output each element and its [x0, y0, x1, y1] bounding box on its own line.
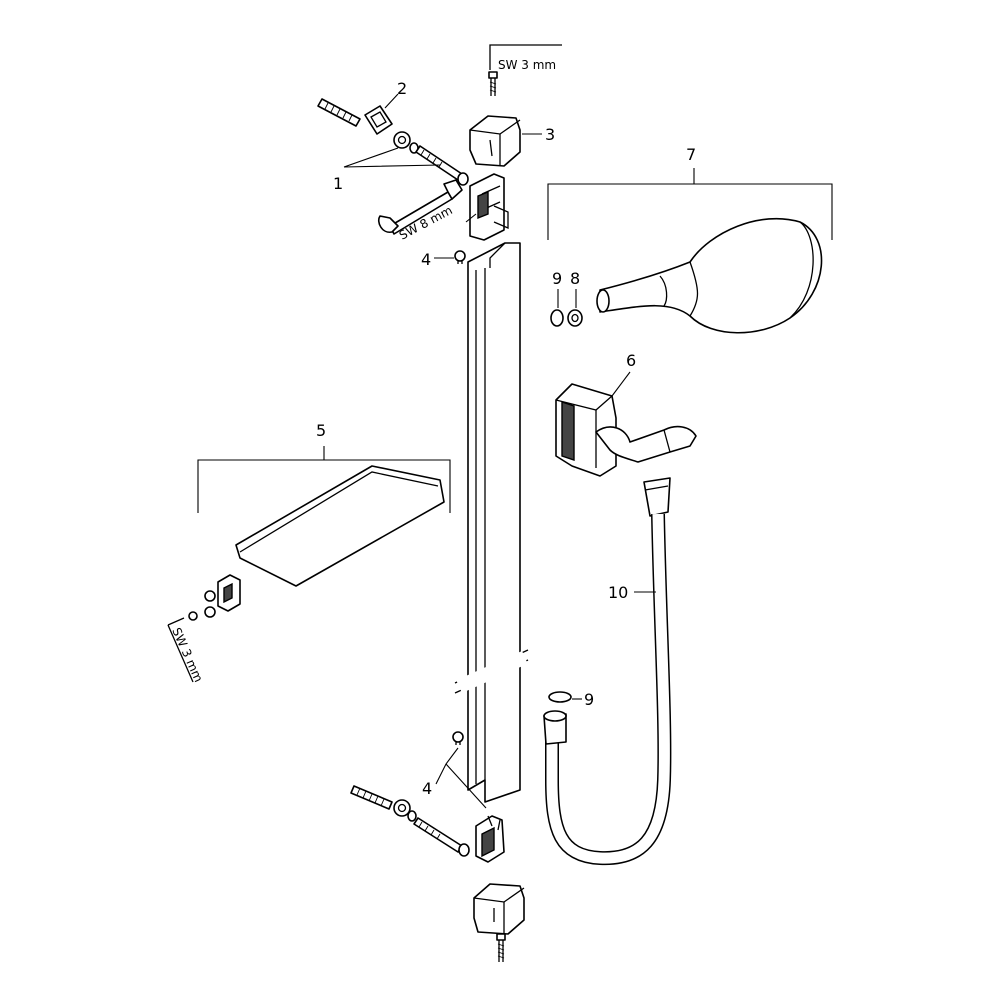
callout-6-leader [611, 371, 631, 397]
filter-washer [567, 309, 583, 327]
callout-8: 8 [570, 269, 580, 288]
callout-4-top: 4 [421, 250, 431, 269]
washer-top [393, 131, 419, 154]
callout-2: 2 [397, 79, 407, 98]
top-wall-bracket [469, 173, 509, 241]
shower-hose [543, 477, 672, 866]
hex-key-top-label: SW 3 mm [498, 58, 556, 72]
screw-top [488, 71, 498, 96]
callout-10: 10 [608, 583, 628, 602]
callout-5: 5 [316, 421, 326, 440]
shelf-clip [217, 574, 241, 612]
shelf-grub-screws [188, 590, 216, 621]
callout-7: 7 [686, 145, 696, 164]
callout-4-bottom: 4 [422, 779, 432, 798]
cover-plate [364, 105, 393, 135]
callout-6: 6 [626, 351, 636, 370]
washer-bottom [393, 799, 417, 822]
top-cap [469, 115, 521, 167]
bottom-wall-bracket [475, 815, 505, 863]
callout-7-bracket [547, 168, 833, 240]
wrench: SW 8 mm [377, 179, 463, 243]
wall-plug-bottom [350, 785, 393, 810]
o-ring-top [550, 309, 564, 327]
wall-plug-top [317, 98, 361, 127]
grub-screw-top [454, 250, 466, 264]
callout-9-top: 9 [552, 269, 562, 288]
screw-1-long [415, 145, 469, 186]
hex-key-top: SW 3 mm [489, 44, 562, 72]
hex-key-left-label: SW 3 mm [169, 626, 205, 685]
o-ring-bottom [548, 691, 572, 703]
callout-8-9-leaders [557, 289, 577, 308]
screw-bottom [496, 933, 506, 962]
callout-9-bottom: 9 [584, 690, 594, 709]
slide-rail [454, 242, 529, 803]
callout-4-top-leader [434, 213, 477, 259]
screw-bottom-long [413, 817, 470, 857]
hex-key-left: SW 3 mm [167, 617, 206, 685]
bottom-cap [473, 883, 525, 935]
callout-5-bracket [197, 446, 451, 513]
shower-holder [555, 383, 697, 477]
callout-2-leader [384, 93, 399, 109]
shelf [235, 465, 445, 587]
callout-1-leader [343, 147, 441, 168]
hand-shower [596, 217, 823, 334]
callout-4-bottom-leader [435, 747, 487, 809]
callout-3: 3 [545, 125, 555, 144]
grub-screw-bottom [452, 731, 464, 745]
callout-1: 1 [333, 174, 343, 193]
